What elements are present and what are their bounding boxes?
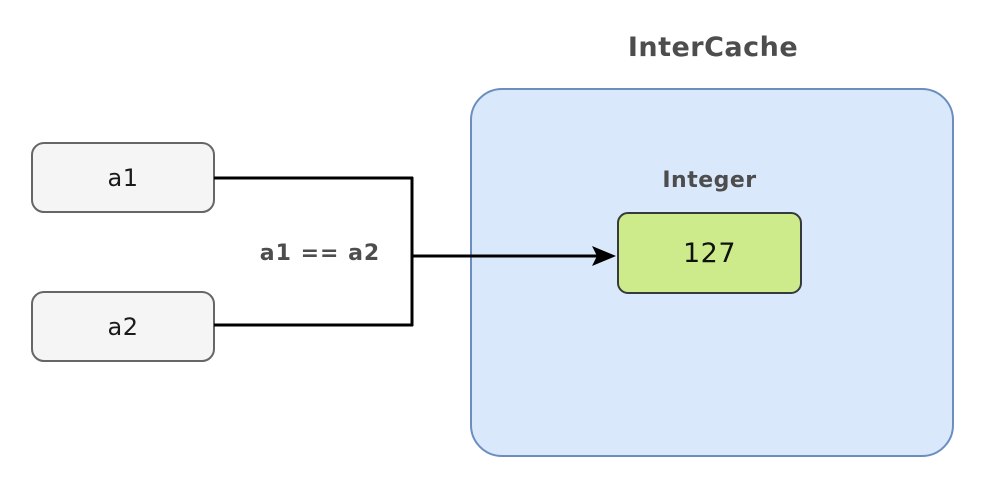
integer-type-label: Integer	[662, 168, 757, 193]
cached-value-text: 127	[682, 237, 737, 269]
edge-label: a1 == a2	[259, 241, 381, 266]
variable-box-a2: a2	[31, 291, 215, 362]
variable-label-a1: a1	[107, 163, 139, 192]
variable-label-a2: a2	[107, 312, 139, 341]
variable-box-a1: a1	[31, 142, 215, 213]
intercache-title: InterCache	[627, 32, 799, 63]
cached-value-box: 127	[617, 212, 802, 294]
